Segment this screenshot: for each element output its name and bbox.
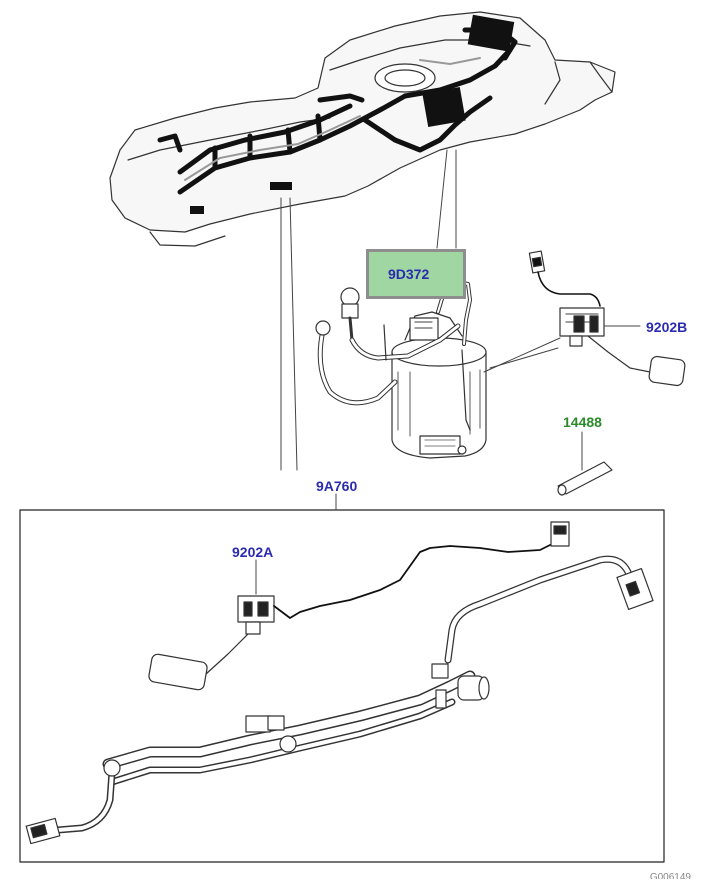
- callout-clip[interactable]: 14488: [563, 414, 602, 430]
- callout-harness[interactable]: 9A760: [316, 478, 358, 494]
- fuel-tank: [109, 11, 616, 247]
- callout-sender-left[interactable]: 9202A: [232, 544, 274, 560]
- fuel-pipe-harness: [25, 555, 654, 845]
- harness-frame: [19, 509, 665, 863]
- highlight-box: [366, 249, 466, 299]
- leader-lines-tank: [280, 149, 457, 471]
- callout-pump-module[interactable]: 9D372: [388, 266, 430, 282]
- fuel-level-sender-right: [528, 250, 686, 387]
- fuel-pump-module: [315, 280, 487, 459]
- drawing-code: G006149: [649, 873, 691, 879]
- fuel-level-sender-left: [148, 521, 570, 691]
- clip-part: [557, 431, 613, 496]
- callout-sender-right[interactable]: 9202B: [646, 319, 688, 335]
